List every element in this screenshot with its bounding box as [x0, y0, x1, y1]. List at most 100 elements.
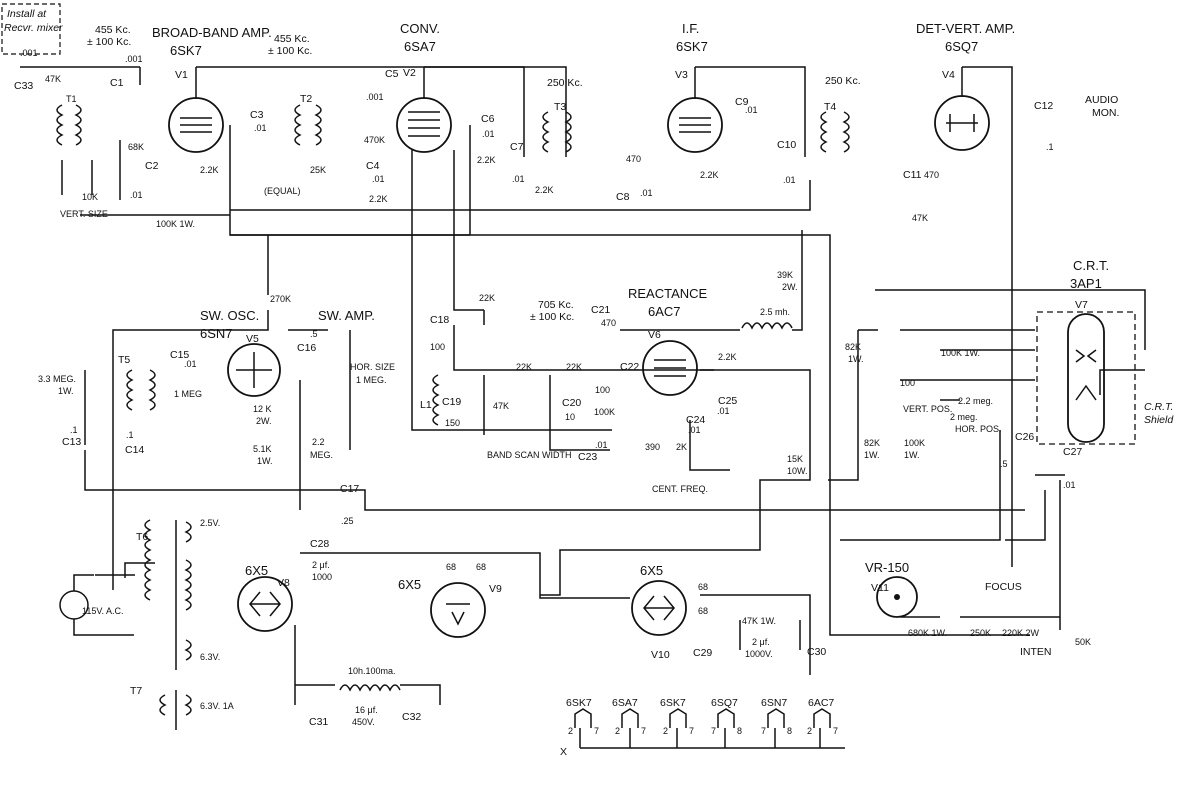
- svg-text:T6: T6: [136, 531, 148, 543]
- svg-text:C33: C33: [14, 80, 33, 92]
- svg-text:.01: .01: [640, 188, 653, 198]
- heater-strip: X 6SK7 6SA7 6SK7 6SQ7 6SN7 6AC7 2 7 2 7 …: [560, 697, 838, 758]
- svg-text:BAND SCAN WIDTH: BAND SCAN WIDTH: [487, 450, 572, 460]
- svg-text:10K: 10K: [82, 192, 98, 202]
- svg-text:2 μf.: 2 μf.: [752, 637, 770, 647]
- svg-text:T2: T2: [300, 93, 312, 105]
- coil-l1: L1: [420, 374, 440, 426]
- svg-text:C6: C6: [481, 113, 495, 125]
- svg-text:C29: C29: [693, 647, 712, 659]
- svg-text:C7: C7: [510, 141, 524, 153]
- svg-text:100K: 100K: [904, 438, 925, 448]
- svg-text:.01: .01: [512, 174, 525, 184]
- svg-text:C19: C19: [442, 396, 461, 408]
- heading-v5-amp: SW. AMP.: [318, 308, 375, 323]
- svg-text:250 Kc.: 250 Kc.: [547, 77, 583, 89]
- tube-v8: V8: [237, 576, 293, 632]
- svg-text:10W.: 10W.: [787, 466, 808, 476]
- svg-text:C12: C12: [1034, 100, 1053, 112]
- svg-text:705 Kc.: 705 Kc.: [538, 299, 574, 311]
- svg-text:100: 100: [900, 378, 915, 388]
- svg-text:6SQ7: 6SQ7: [711, 697, 738, 709]
- heading-crt: C.R.T. 3AP1: [1070, 258, 1109, 291]
- svg-text:12 K: 12 K: [253, 404, 272, 414]
- svg-text:450V.: 450V.: [352, 717, 375, 727]
- svg-text:2.2K: 2.2K: [477, 155, 496, 165]
- svg-text:2.5 mh.: 2.5 mh.: [760, 307, 790, 317]
- svg-text:Install at: Install at: [7, 8, 47, 20]
- svg-text:250 Kc.: 250 Kc.: [825, 75, 861, 87]
- svg-text:.1: .1: [1046, 142, 1054, 152]
- svg-text:2.2K: 2.2K: [369, 194, 388, 204]
- svg-text:(EQUAL): (EQUAL): [264, 186, 301, 196]
- svg-text:220K 2W: 220K 2W: [1002, 628, 1040, 638]
- svg-text:2W.: 2W.: [782, 282, 798, 292]
- svg-text:.01: .01: [372, 174, 385, 184]
- svg-text:2 μf.: 2 μf.: [312, 560, 330, 570]
- svg-text:C26: C26: [1015, 431, 1034, 443]
- svg-text:2.2: 2.2: [312, 437, 325, 447]
- tube-v1: V1: [168, 69, 224, 153]
- svg-text:47K: 47K: [493, 401, 509, 411]
- svg-text:.01: .01: [783, 175, 796, 185]
- svg-text:6SA7: 6SA7: [612, 697, 638, 709]
- svg-text:10h.100ma.: 10h.100ma.: [348, 666, 396, 676]
- svg-text:6SK7: 6SK7: [660, 697, 686, 709]
- svg-text:7: 7: [761, 726, 766, 736]
- svg-text:7: 7: [689, 726, 694, 736]
- svg-text:470: 470: [924, 170, 939, 180]
- svg-text:1 MEG.: 1 MEG.: [356, 375, 387, 385]
- svg-text:C28: C28: [310, 538, 329, 550]
- svg-text:1000V.: 1000V.: [745, 649, 773, 659]
- svg-text:2 meg.: 2 meg.: [950, 412, 978, 422]
- svg-text:C8: C8: [616, 191, 630, 203]
- audio-monitor-label: AUDIO MON.: [1085, 94, 1119, 119]
- svg-text:68K: 68K: [128, 142, 144, 152]
- svg-text:C15: C15: [170, 349, 189, 361]
- svg-text:3.3 MEG.: 3.3 MEG.: [38, 374, 76, 384]
- svg-text:V6: V6: [648, 329, 661, 341]
- svg-text:I.F.: I.F.: [682, 21, 699, 36]
- svg-text:47K: 47K: [912, 213, 928, 223]
- svg-text:Recvr. mixer: Recvr. mixer: [4, 22, 63, 34]
- heading-v8: 6X5: [245, 563, 268, 578]
- svg-text:16 μf.: 16 μf.: [355, 705, 378, 715]
- svg-text:C25: C25: [718, 395, 737, 407]
- svg-text:680K 1W.: 680K 1W.: [908, 628, 947, 638]
- tube-v2: V2: [396, 67, 452, 153]
- svg-text:1W.: 1W.: [257, 456, 273, 466]
- svg-text:± 100 Kc.: ± 100 Kc.: [530, 311, 574, 323]
- choke-10h: [339, 684, 401, 692]
- svg-text:68: 68: [698, 606, 708, 616]
- svg-text:68: 68: [446, 562, 456, 572]
- svg-text:1W.: 1W.: [848, 354, 864, 364]
- svg-text:1W.: 1W.: [864, 450, 880, 460]
- svg-text:± 100 Kc.: ± 100 Kc.: [268, 45, 312, 57]
- svg-text:V10: V10: [651, 649, 670, 661]
- tube-v11: V11: [871, 576, 918, 618]
- svg-text:V3: V3: [675, 69, 688, 81]
- svg-text:C18: C18: [430, 314, 449, 326]
- svg-text:INTEN: INTEN: [1020, 646, 1052, 658]
- svg-text:47K 1W.: 47K 1W.: [742, 616, 776, 626]
- svg-text:C.R.T.: C.R.T.: [1073, 258, 1109, 273]
- svg-text:100K: 100K: [594, 407, 615, 417]
- svg-text:REACTANCE: REACTANCE: [628, 286, 708, 301]
- svg-text:1W.: 1W.: [58, 386, 74, 396]
- svg-text:1 MEG: 1 MEG: [174, 389, 202, 399]
- svg-text:C3: C3: [250, 109, 264, 121]
- svg-text:V7: V7: [1075, 299, 1088, 311]
- svg-text:2.2K: 2.2K: [200, 165, 219, 175]
- svg-text:C17: C17: [340, 483, 359, 495]
- svg-text:7: 7: [641, 726, 646, 736]
- svg-text:T3: T3: [554, 101, 566, 113]
- svg-text:6SN7: 6SN7: [761, 697, 787, 709]
- svg-text:C11: C11: [903, 169, 922, 181]
- heading-v4: DET-VERT. AMP. 6SQ7: [916, 21, 1015, 54]
- svg-text:C27: C27: [1063, 446, 1082, 458]
- svg-text:C1: C1: [110, 77, 124, 89]
- svg-text:68: 68: [698, 582, 708, 592]
- svg-text:470K: 470K: [364, 135, 385, 145]
- svg-text:2K: 2K: [676, 442, 687, 452]
- heading-v1: BROAD-BAND AMP. 6SK7: [152, 25, 272, 58]
